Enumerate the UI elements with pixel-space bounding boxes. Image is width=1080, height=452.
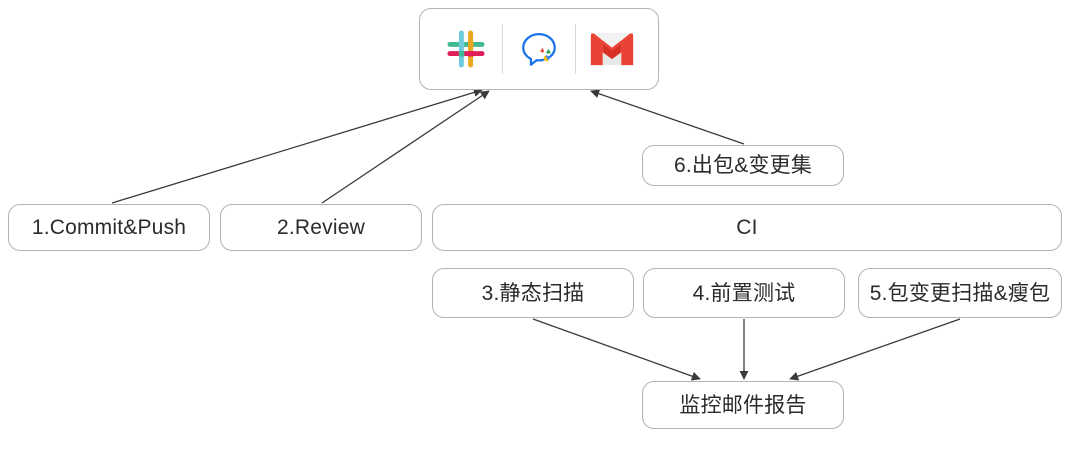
slack-icon: [430, 23, 502, 75]
node-monitoring-email-report[interactable]: 监控邮件报告: [642, 381, 844, 429]
edge-pkg-to-channels: [590, 89, 745, 145]
node-pre-test[interactable]: 4.前置测试: [643, 268, 845, 318]
hangouts-chat-icon: [503, 23, 575, 75]
node-commit-push[interactable]: 1.Commit&Push: [8, 204, 210, 251]
icon-divider-2: [575, 24, 576, 74]
edge-diffscan-to-report: [789, 318, 961, 381]
icon-divider-1: [502, 24, 503, 74]
node-static-scan[interactable]: 3.静态扫描: [432, 268, 634, 318]
node-ci[interactable]: CI: [432, 204, 1062, 251]
node-review[interactable]: 2.Review: [220, 204, 422, 251]
edge-review-to-channels: [321, 90, 490, 204]
node-package-changeset[interactable]: 6.出包&变更集: [642, 145, 844, 186]
edge-static-to-report: [532, 318, 701, 381]
node-package-diff-scan[interactable]: 5.包变更扫描&瘦包: [858, 268, 1062, 318]
notification-channels-box: [419, 8, 659, 90]
gmail-icon: [576, 23, 648, 75]
edge-commit-to-channels: [111, 88, 483, 204]
